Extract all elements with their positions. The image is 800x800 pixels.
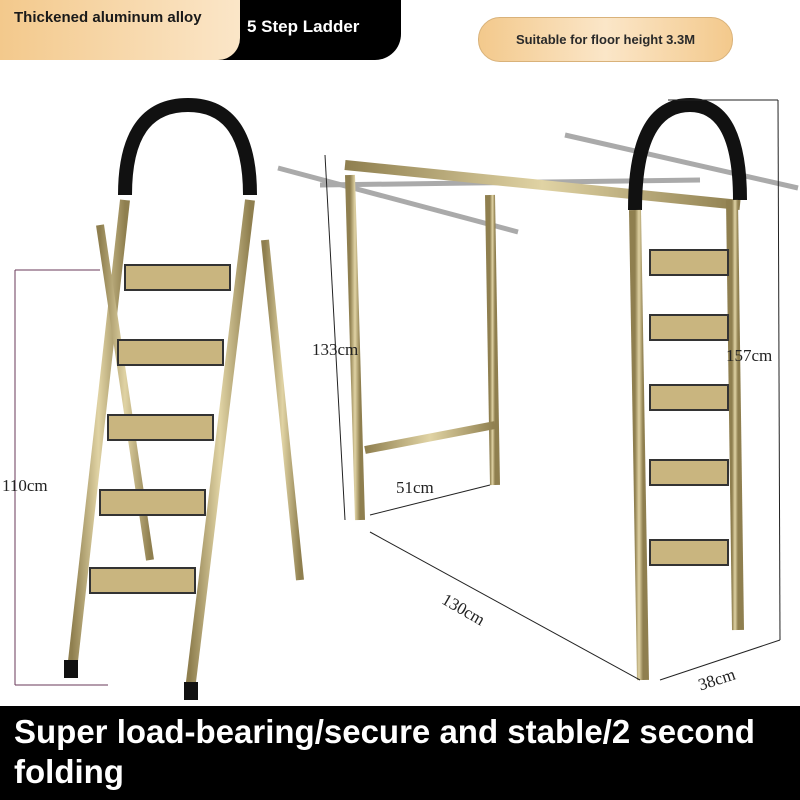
step-ladder xyxy=(14,97,304,700)
footer-slogan: Super load-bearing/secure and stable/2 s… xyxy=(14,713,755,790)
footer-banner: Super load-bearing/secure and stable/2 s… xyxy=(0,706,800,800)
suitability-text: Suitable for floor height 3.3M xyxy=(515,32,696,47)
product-tag-text: 5 Step Ladder xyxy=(247,17,360,36)
total-height-label: 157cm xyxy=(726,346,773,365)
suitability-badge: Suitable for floor height 3.3M xyxy=(478,17,733,62)
ladder-illustration xyxy=(14,97,799,700)
ladder-height-label: 110cm xyxy=(2,476,48,495)
ladder-with-drying-rack xyxy=(277,97,799,681)
rack-depth-label: 51cm xyxy=(396,478,434,497)
material-tag: Thickened aluminum alloy xyxy=(0,0,240,60)
rack-height-label: 133cm xyxy=(312,340,359,359)
material-tag-text: Thickened aluminum alloy xyxy=(14,9,202,26)
product-tag: 5 Step Ladder xyxy=(215,0,401,60)
handle-grip xyxy=(118,97,257,196)
